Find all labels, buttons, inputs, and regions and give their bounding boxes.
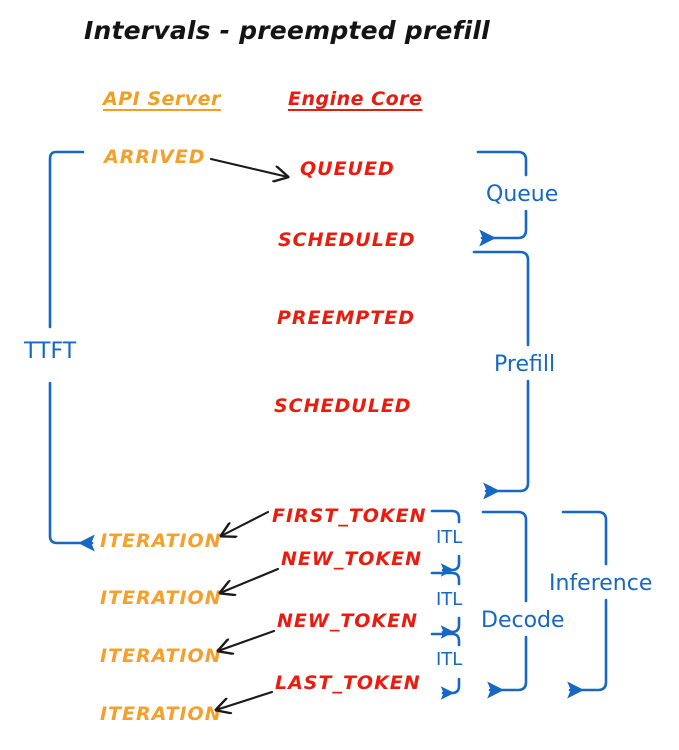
itl-bracket-1-lower bbox=[440, 554, 461, 577]
itl-bracket-1-upper bbox=[430, 509, 461, 524]
event-iteration-1: ITERATION bbox=[100, 530, 222, 552]
prefill-bracket-lower bbox=[483, 379, 530, 500]
arrow-arrived-to-queued bbox=[209, 157, 288, 177]
event-new-token-2: NEW_TOKEN bbox=[277, 610, 419, 632]
event-first-token: FIRST_TOKEN bbox=[272, 505, 427, 527]
interval-label-inference: Inference bbox=[549, 571, 653, 596]
event-scheduled-1: SCHEDULED bbox=[278, 229, 416, 251]
event-scheduled-2: SCHEDULED bbox=[274, 395, 412, 417]
event-preempted: PREEMPTED bbox=[277, 307, 416, 329]
prefill-bracket-upper bbox=[472, 250, 530, 347]
itl-bracket-2-upper bbox=[430, 571, 461, 586]
event-queued: QUEUED bbox=[300, 158, 395, 180]
itl-bracket-3-lower bbox=[440, 677, 461, 700]
itl-bracket-3-upper bbox=[430, 632, 461, 647]
page-title: Intervals - preempted prefill bbox=[84, 16, 490, 45]
interval-label-queue: Queue bbox=[486, 182, 559, 207]
arrow-new-token-2-to-iteration-3 bbox=[218, 629, 276, 651]
event-iteration-2: ITERATION bbox=[100, 587, 222, 609]
queue-bracket-upper bbox=[476, 150, 528, 177]
event-iteration-4: ITERATION bbox=[100, 703, 222, 725]
queue-bracket-lower bbox=[479, 209, 528, 247]
inference-bracket-upper bbox=[561, 510, 608, 566]
ttft-bracket-upper bbox=[48, 150, 85, 329]
inference-bracket-lower bbox=[567, 598, 608, 699]
itl-bracket-2-lower bbox=[440, 616, 461, 639]
arrow-last-token-to-iteration-4 bbox=[216, 690, 274, 710]
event-iteration-3: ITERATION bbox=[100, 645, 222, 667]
column-header-engine-core: Engine Core bbox=[288, 88, 423, 110]
event-last-token: LAST_TOKEN bbox=[275, 672, 421, 694]
interval-label-prefill: Prefill bbox=[494, 352, 556, 377]
decode-bracket-upper bbox=[481, 510, 528, 603]
event-new-token-1: NEW_TOKEN bbox=[281, 548, 423, 570]
arrow-new-token-1-to-iteration-2 bbox=[220, 567, 280, 593]
ttft-bracket-lower bbox=[48, 381, 95, 552]
interval-label-itl-1: ITL bbox=[436, 527, 463, 548]
column-header-api-server: API Server bbox=[103, 88, 221, 110]
interval-label-decode: Decode bbox=[481, 608, 565, 633]
interval-label-itl-2: ITL bbox=[436, 589, 463, 610]
interval-label-ttft: TTFT bbox=[24, 339, 77, 364]
event-arrived: ARRIVED bbox=[104, 146, 206, 168]
arrow-first-token-to-iteration-1 bbox=[221, 510, 270, 536]
interval-label-itl-3: ITL bbox=[436, 649, 463, 670]
decode-bracket-lower bbox=[487, 635, 528, 699]
